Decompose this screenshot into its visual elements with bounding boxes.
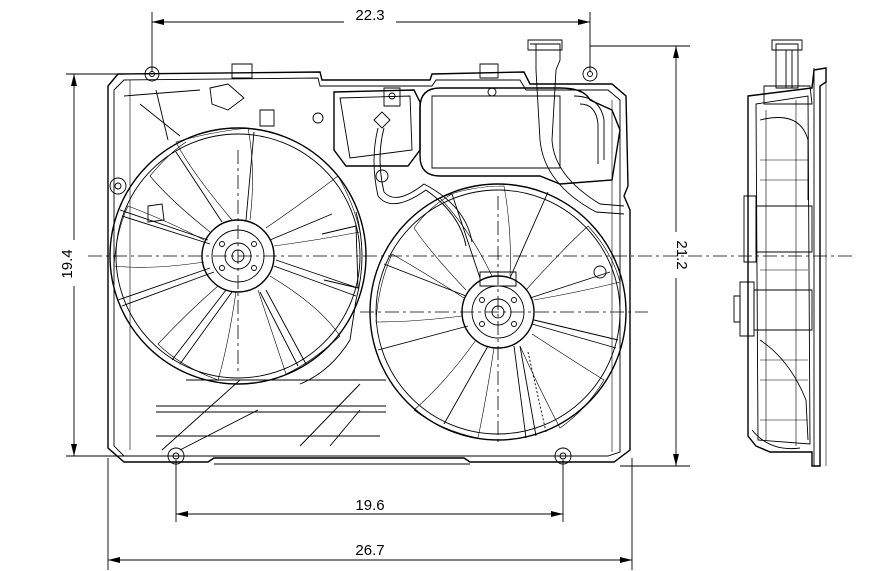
left-fan	[109, 127, 367, 385]
dim-left-height-label: 19.4	[59, 249, 76, 278]
dimension-left-19-4: 19.4	[59, 73, 175, 457]
dim-bottom-overall-label: 26.7	[355, 542, 384, 559]
coolant-reservoir-lines	[419, 39, 625, 215]
side-view	[733, 39, 827, 467]
dimension-bottom-26-7: 26.7	[107, 458, 633, 570]
dim-right-height-label: 21.2	[673, 240, 690, 269]
dim-top-width-label: 22.3	[355, 7, 384, 24]
center-lines	[88, 150, 852, 444]
dimension-bottom-19-6: 19.6	[175, 460, 564, 522]
control-module	[333, 87, 473, 247]
dimension-top-22-3: 22.3	[151, 7, 591, 72]
right-fan	[369, 183, 627, 441]
dimension-right-21-2: 21.2	[590, 45, 690, 467]
shroud-frame	[107, 63, 631, 465]
dim-bottom-inner-label: 19.6	[355, 497, 384, 514]
